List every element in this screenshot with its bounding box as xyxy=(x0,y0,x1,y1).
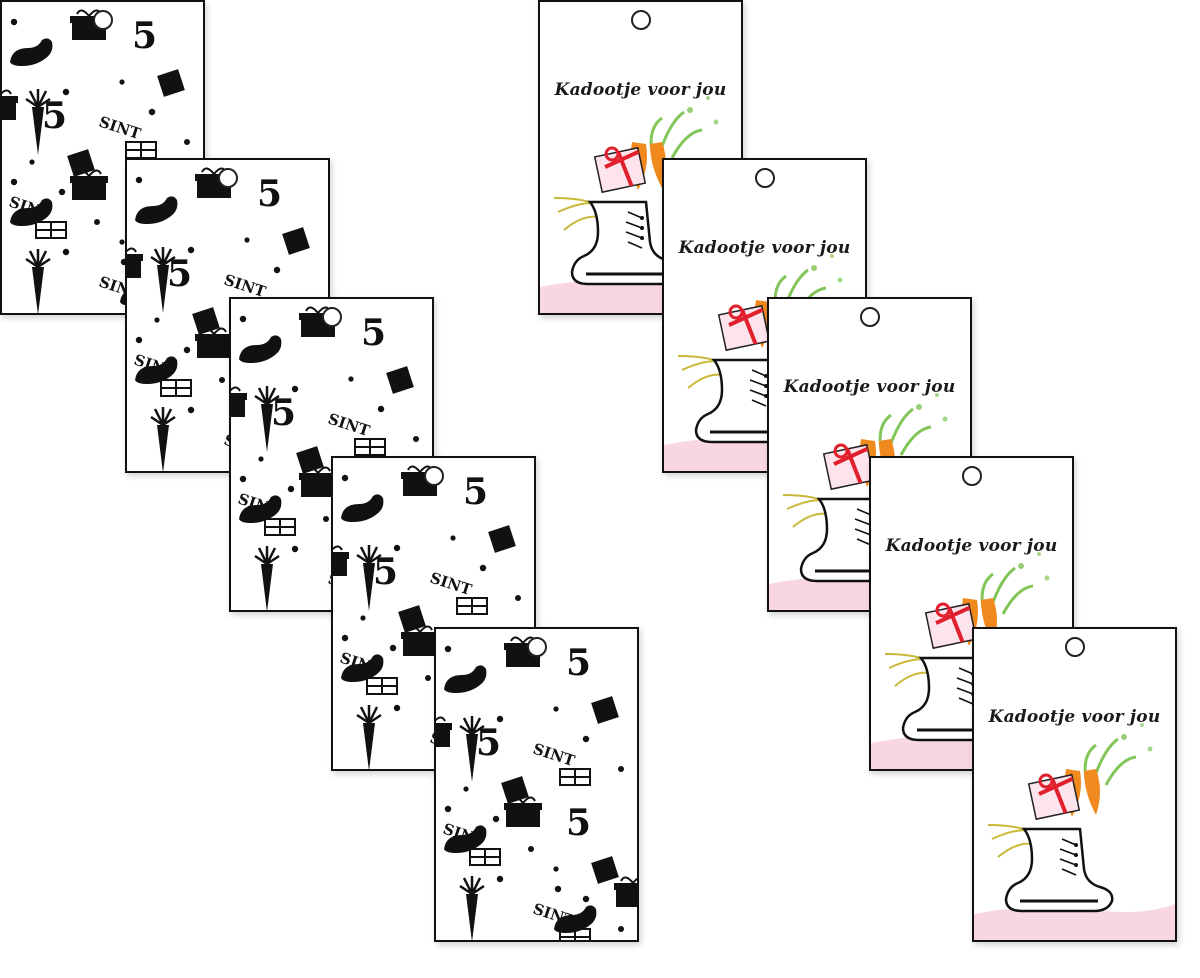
gift-tag-title: Kadootje voor jou xyxy=(988,707,1161,727)
gift-tag: Kadootje voor jou xyxy=(972,627,1177,942)
sint-pattern xyxy=(436,636,637,940)
tag-hole xyxy=(859,307,880,327)
pattern-tag xyxy=(0,0,205,315)
gift-tag-title: Kadootje voor jou xyxy=(554,80,727,100)
tag-hole xyxy=(423,466,444,486)
gift-tag-title: Kadootje voor jou xyxy=(885,536,1058,556)
tag-hole xyxy=(217,168,238,188)
pattern-tag xyxy=(434,627,639,942)
gift-tag-title: Kadootje voor jou xyxy=(783,377,956,397)
tag-hole xyxy=(630,10,651,30)
tag-hole xyxy=(1064,637,1085,657)
tag-hole xyxy=(321,307,342,327)
boot-illustration xyxy=(974,721,1175,940)
tag-hole xyxy=(961,466,982,486)
tag-hole xyxy=(92,10,113,30)
tag-hole xyxy=(754,168,775,188)
gift-tag-title: Kadootje voor jou xyxy=(678,238,851,258)
tag-hole xyxy=(526,637,547,657)
